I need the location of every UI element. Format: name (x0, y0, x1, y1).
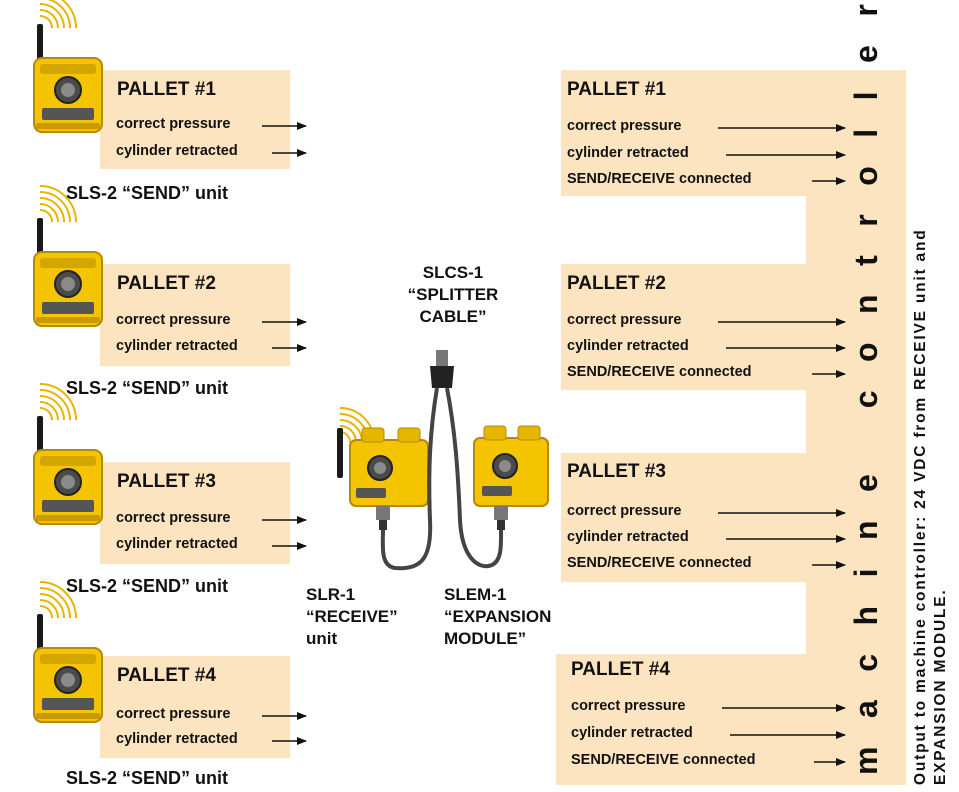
splitter-line1: SLCS-1 (422, 263, 484, 282)
splitter-line3: CABLE” (419, 307, 487, 326)
expansion-line3: MODULE” (444, 629, 527, 648)
signal-label: correct pressure (116, 312, 231, 328)
signal-label: correct pressure (116, 706, 231, 722)
expansion-line2: “EXPANSION (444, 607, 552, 626)
send-unit-caption: SLS-2 “SEND” unit (66, 576, 229, 596)
pallet-title: PALLET #3 (117, 471, 216, 492)
signal-label: correct pressure (116, 116, 231, 132)
pallet-title: PALLET #2 (567, 273, 666, 294)
signal-label: SEND/RECEIVE connected (567, 364, 752, 380)
signal-label: correct pressure (567, 312, 682, 328)
signal-label: SEND/RECEIVE connected (571, 752, 756, 768)
signal-label: SEND/RECEIVE connected (567, 555, 752, 571)
signal-label: cylinder retracted (567, 529, 689, 545)
pallet-panel (100, 264, 290, 366)
expansion-line1: SLEM-1 (444, 585, 507, 604)
pallet-title: PALLET #2 (117, 273, 216, 294)
pallet-panel (100, 462, 290, 564)
receive-line1: SLR-1 (306, 585, 356, 604)
pallet-title: PALLET #4 (117, 665, 216, 686)
signal-label: correct pressure (567, 118, 682, 134)
send-unit-caption: SLS-2 “SEND” unit (66, 378, 229, 398)
receive-line2: “RECEIVE” (306, 607, 398, 626)
send-unit-caption: SLS-2 “SEND” unit (66, 768, 229, 788)
receive-caption: SLR-1 “RECEIVE” unit (306, 584, 398, 650)
splitter-caption: SLCS-1 “SPLITTER CABLE” (398, 262, 508, 328)
expansion-module-icon (473, 425, 549, 530)
signal-label: cylinder retracted (571, 725, 693, 741)
pallet-panel (100, 656, 290, 758)
pallet-title: PALLET #3 (567, 461, 666, 482)
splitter-line2: “SPLITTER (407, 285, 499, 304)
signal-label: correct pressure (571, 698, 686, 714)
signal-label: correct pressure (116, 510, 231, 526)
signal-label: cylinder retracted (116, 143, 238, 159)
signal-label: cylinder retracted (116, 731, 238, 747)
pallet-panel (100, 70, 290, 169)
pallet-title: PALLET #1 (567, 79, 666, 100)
signal-label: cylinder retracted (567, 145, 689, 161)
receive-unit-icon (349, 427, 429, 530)
signal-label: SEND/RECEIVE connected (567, 171, 752, 187)
signal-label: cylinder retracted (116, 338, 238, 354)
pallet-title: PALLET #1 (117, 79, 216, 100)
receive-line3: unit (306, 629, 338, 648)
splitter-cable-icon (380, 350, 504, 571)
expansion-caption: SLEM-1 “EXPANSION MODULE” (444, 584, 551, 650)
pallet-title: PALLET #4 (571, 659, 670, 680)
send-unit-caption: SLS-2 “SEND” unit (66, 183, 229, 203)
signal-label: correct pressure (567, 503, 682, 519)
signal-label: cylinder retracted (116, 536, 238, 552)
signal-label: cylinder retracted (567, 338, 689, 354)
